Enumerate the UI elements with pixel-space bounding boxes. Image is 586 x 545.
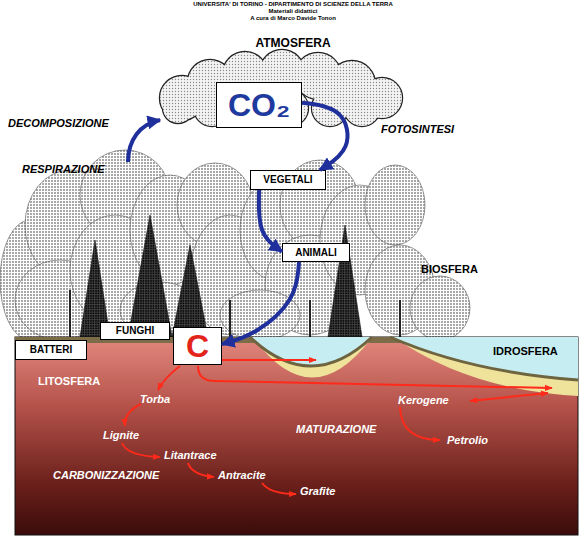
- flow-arrow: [222, 262, 299, 344]
- tree-trunk: [69, 290, 71, 337]
- tree-trunk: [229, 300, 231, 337]
- tree-trunk: [309, 300, 311, 337]
- material-label: Kerogene: [398, 395, 449, 406]
- organism-box: ANIMALI: [282, 243, 350, 262]
- material-label: Lignite: [103, 430, 139, 441]
- flow-arrow: [198, 366, 552, 388]
- sphere-label: BIOSFERA: [421, 264, 478, 275]
- lithosphere-block: [15, 337, 578, 535]
- cloud-puff: [344, 90, 380, 126]
- process-label: CARBONIZZAZIONE: [53, 470, 159, 481]
- flow-arrow: [188, 463, 214, 477]
- sphere-label: LITOSFERA: [38, 376, 100, 387]
- cloud-puff: [312, 90, 348, 126]
- flow-arrow: [302, 103, 348, 170]
- tree-crown: [220, 290, 300, 340]
- flow-arrow: [259, 190, 282, 252]
- cloud-puff: [344, 90, 380, 126]
- water-basin: [390, 337, 578, 380]
- ground: [15, 337, 578, 535]
- seabed-line: [390, 337, 578, 380]
- decomposition-arrow: [128, 120, 160, 162]
- node-text: BATTERI: [30, 345, 73, 355]
- tree-crowns: [0, 150, 470, 340]
- cloud-puff: [163, 93, 193, 123]
- tree-trunks: [70, 290, 400, 337]
- process-label: FOTOSINTESI: [381, 124, 454, 135]
- flow-arrow: [400, 407, 440, 440]
- node-text: CO₂: [228, 89, 290, 121]
- material-label: Grafite: [300, 486, 335, 497]
- material-label: Antracite: [218, 470, 266, 481]
- water-basin: [250, 337, 372, 366]
- header-text: UNIVERSITA' DI TORINO - DIPARTIMENTO DI …: [193, 1, 392, 7]
- material-label: Litantrace: [164, 450, 217, 461]
- organism-box: FUNGHI: [100, 322, 170, 340]
- conifers: [80, 215, 362, 337]
- process-label: RESPIRAZIONE: [22, 164, 105, 175]
- tree-crown: [410, 276, 470, 340]
- conifer: [328, 225, 362, 337]
- forest: [0, 150, 470, 340]
- flow-arrow: [470, 393, 548, 401]
- node-text: C: [186, 330, 209, 362]
- flow-arrow: [262, 483, 296, 494]
- carbon-dioxide-box: CO₂: [216, 82, 302, 128]
- flow-arrow: [122, 443, 160, 457]
- conifer: [172, 245, 208, 337]
- node-text: ANIMALI: [295, 248, 337, 258]
- flow-arrow: [158, 366, 180, 390]
- seabed-line: [250, 337, 372, 366]
- process-label: MATURAZIONE: [296, 424, 376, 435]
- cloud-puff: [312, 90, 348, 126]
- sphere-label: ATMOSFERA: [255, 37, 330, 49]
- sphere-label: IDROSFERA: [493, 346, 558, 357]
- node-text: FUNGHI: [116, 326, 154, 336]
- tree-trunk: [399, 300, 401, 337]
- process-label: DECOMPOSIZIONE: [8, 118, 109, 129]
- header-text: A cura di Marco Davide Tonon: [250, 15, 336, 21]
- cloud-puff: [163, 93, 193, 123]
- geologic-arrows: [122, 360, 552, 494]
- conifer: [128, 215, 172, 337]
- organism-box: BATTERI: [15, 340, 87, 360]
- node-text: VEGETALI: [263, 175, 312, 185]
- carbon-box: C: [173, 327, 222, 365]
- organism-box: VEGETALI: [250, 170, 326, 190]
- header-text: Materiali didattici: [268, 8, 317, 14]
- tree-crown: [365, 165, 425, 245]
- flow-arrow: [222, 359, 316, 361]
- material-label: Torba: [140, 394, 170, 405]
- material-label: Petrolio: [447, 435, 488, 446]
- flow-arrow: [125, 404, 141, 426]
